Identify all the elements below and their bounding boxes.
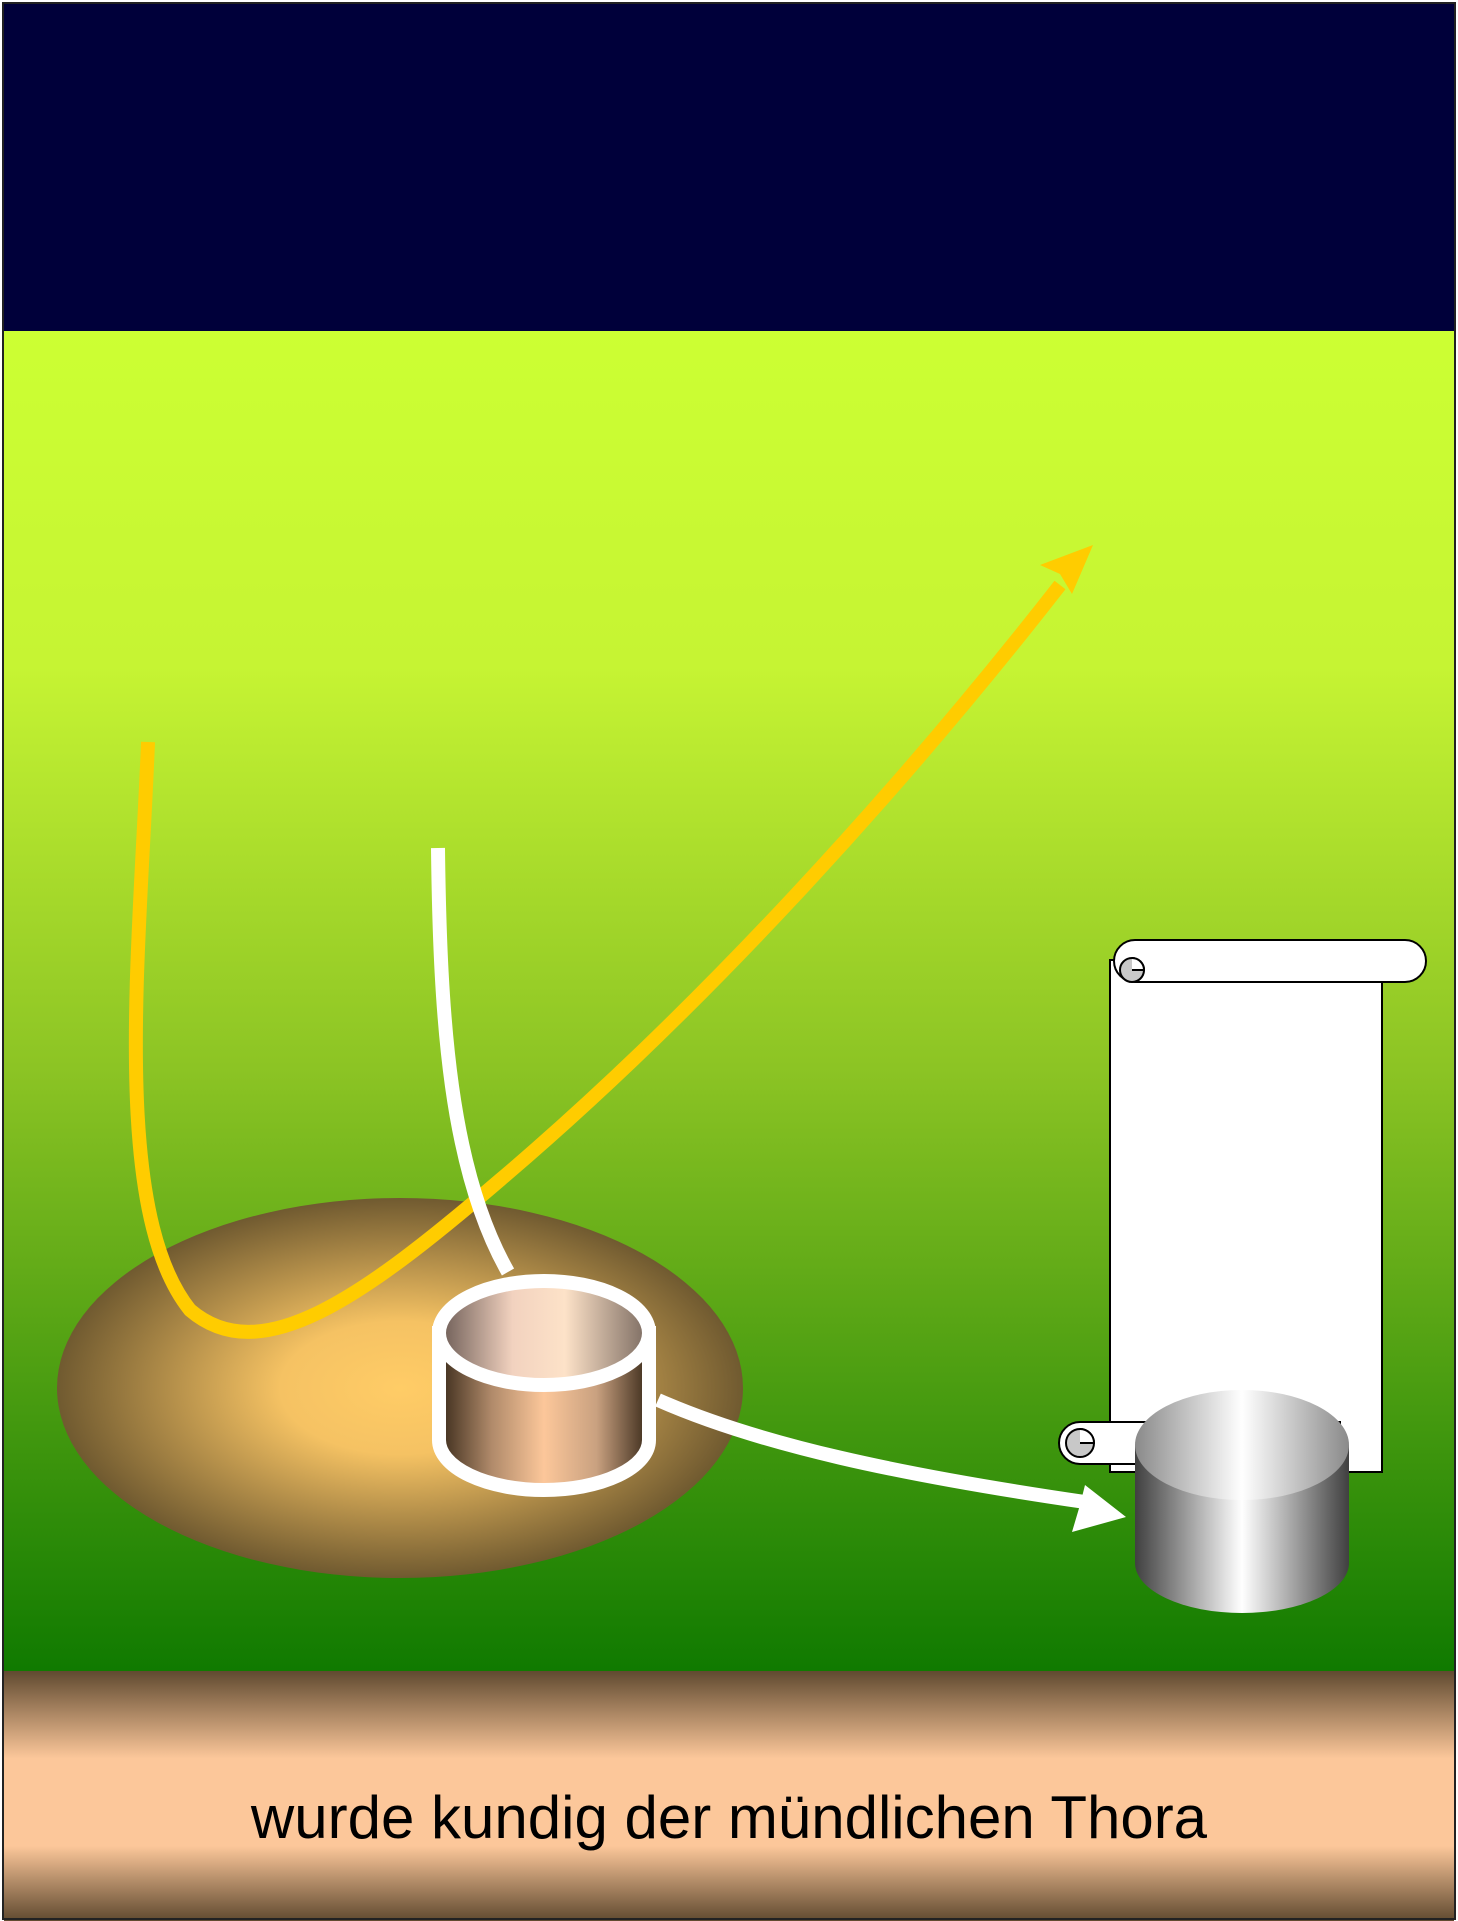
torah-scroll	[1058, 939, 1427, 1473]
gold-arrow-head	[1040, 545, 1093, 594]
white-arrow-head	[1072, 1485, 1126, 1532]
ground-band	[4, 1671, 1454, 1921]
copper-vessel	[432, 1274, 656, 1497]
sky-band	[4, 4, 1454, 331]
silver-vessel	[1135, 1390, 1349, 1613]
white-arrow-path	[655, 1393, 1087, 1509]
caption: wurde kundig der mündlichen Thora	[250, 1784, 1208, 1851]
gold-arrow-path	[128, 580, 1066, 1339]
white-path	[431, 847, 515, 1276]
